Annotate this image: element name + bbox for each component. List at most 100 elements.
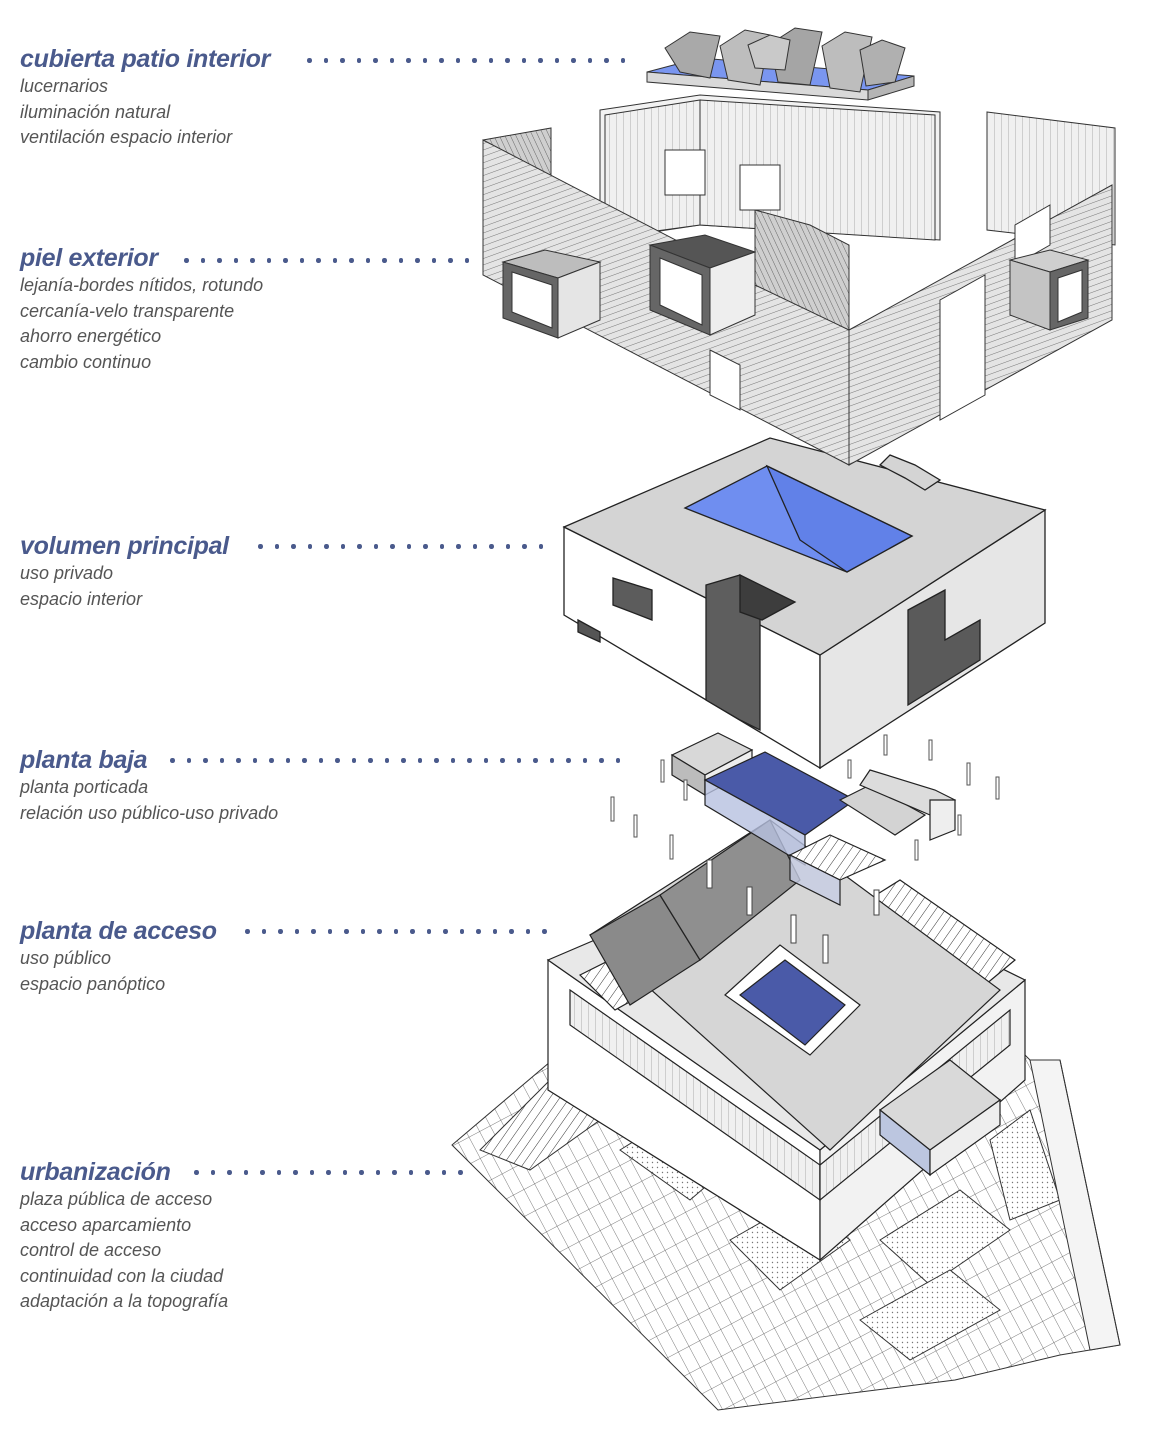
label-urbanizacion: urbanización plaza pública de acceso acc…: [20, 1157, 228, 1315]
leader-dot: [582, 758, 587, 763]
leader-dot: [285, 758, 290, 763]
leader-dot: [203, 758, 208, 763]
label-urbanizacion-title: urbanización: [20, 1158, 171, 1186]
leader-dot: [505, 544, 510, 549]
leader-dot: [500, 758, 505, 763]
label-baja: planta baja planta porticada relación us…: [20, 745, 278, 826]
leader-dot: [398, 258, 403, 263]
leader-line-baja: [170, 758, 632, 764]
leader-dot: [236, 758, 241, 763]
leader-dot: [359, 1170, 364, 1175]
label-baja-line: planta porticada: [20, 777, 149, 797]
leader-dot: [340, 544, 345, 549]
leader-dot: [448, 258, 453, 263]
leader-dot: [194, 1170, 199, 1175]
label-acceso-title: planta de acceso: [20, 917, 217, 945]
label-volumen: volumen principal uso privado espacio in…: [20, 531, 229, 612]
leader-dot: [538, 58, 543, 63]
leader-dot: [467, 758, 472, 763]
leader-dot: [293, 1170, 298, 1175]
leader-dot: [489, 544, 494, 549]
leader-dot: [542, 929, 547, 934]
leader-dot: [472, 544, 477, 549]
label-volumen-line: uso privado: [20, 563, 114, 583]
leader-dot: [393, 929, 398, 934]
leader-dot: [324, 544, 329, 549]
label-urbanizacion-line: plaza pública de acceso: [20, 1189, 213, 1209]
leader-dot: [472, 58, 477, 63]
leader-dot: [302, 758, 307, 763]
leader-dot: [505, 58, 510, 63]
leader-dot: [269, 758, 274, 763]
leader-dot: [373, 58, 378, 63]
leader-dot: [587, 58, 592, 63]
leader-dot: [431, 258, 436, 263]
leader-dot: [425, 1170, 430, 1175]
label-urbanizacion-line: continuidad con la ciudad: [20, 1265, 224, 1286]
leader-dot: [389, 58, 394, 63]
leader-dot: [492, 929, 497, 934]
leader-dot: [458, 1170, 463, 1175]
leader-dot: [245, 929, 250, 934]
volumen-principal: [562, 437, 1047, 770]
label-cubierta-line: lucernarios: [20, 76, 109, 96]
leader-dot: [476, 929, 481, 934]
leader-dot: [392, 1170, 397, 1175]
label-cubierta-title: cubierta patio interior: [20, 45, 271, 73]
leader-dot: [377, 929, 382, 934]
leader-dot: [382, 258, 387, 263]
label-acceso: planta de acceso uso público espacio pan…: [20, 916, 217, 997]
leader-dot: [615, 758, 620, 763]
label-piel-line: lejanía-bordes nítidos, rotundo: [20, 275, 264, 295]
planta-de-acceso: [546, 819, 1027, 1262]
label-piel-line: ahorro energético: [20, 326, 162, 346]
label-piel: piel exterior lejanía-bordes nítidos, ro…: [20, 243, 263, 375]
leader-dot: [219, 758, 224, 763]
leader-dot: [373, 544, 378, 549]
leader-dot: [344, 929, 349, 934]
leader-dot: [533, 758, 538, 763]
leader-dot: [423, 544, 428, 549]
leader-dot: [415, 258, 420, 263]
leader-dot: [294, 929, 299, 934]
label-cubierta: cubierta patio interior lucernarios ilum…: [20, 44, 270, 151]
leader-dot: [356, 58, 361, 63]
leader-dot: [266, 258, 271, 263]
leader-dot: [250, 258, 255, 263]
leader-dot: [571, 58, 576, 63]
leader-dot: [349, 258, 354, 263]
leader-dot: [426, 929, 431, 934]
leader-dot: [456, 544, 461, 549]
leader-dot: [227, 1170, 232, 1175]
leader-dot: [210, 1170, 215, 1175]
leader-line-volumen: [258, 544, 544, 550]
leader-dot: [459, 929, 464, 934]
leader-dot: [278, 929, 283, 934]
leader-dot: [417, 758, 422, 763]
leader-dot: [360, 929, 365, 934]
leader-dot: [351, 758, 356, 763]
leader-dot: [261, 929, 266, 934]
label-baja-line: relación uso público-uso privado: [20, 802, 279, 823]
label-acceso-line: uso público: [20, 948, 112, 968]
label-cubierta-line: iluminación natural: [20, 101, 171, 122]
leader-dot: [368, 758, 373, 763]
leader-dot: [408, 1170, 413, 1175]
leader-dot: [483, 758, 488, 763]
leader-dot: [326, 1170, 331, 1175]
leader-dot: [342, 1170, 347, 1175]
leader-dot: [200, 258, 205, 263]
leader-dot: [566, 758, 571, 763]
leader-dot: [258, 544, 263, 549]
leader-dot: [260, 1170, 265, 1175]
leader-dot: [217, 258, 222, 263]
label-piel-line: cambio continuo: [20, 351, 152, 372]
leader-dot: [604, 58, 609, 63]
label-piel-line: cercanía-velo transparente: [20, 300, 235, 321]
leader-dot: [516, 758, 521, 763]
leader-dot: [599, 758, 604, 763]
leader-dot: [357, 544, 362, 549]
leader-dot: [375, 1170, 380, 1175]
leader-dot: [340, 58, 345, 63]
